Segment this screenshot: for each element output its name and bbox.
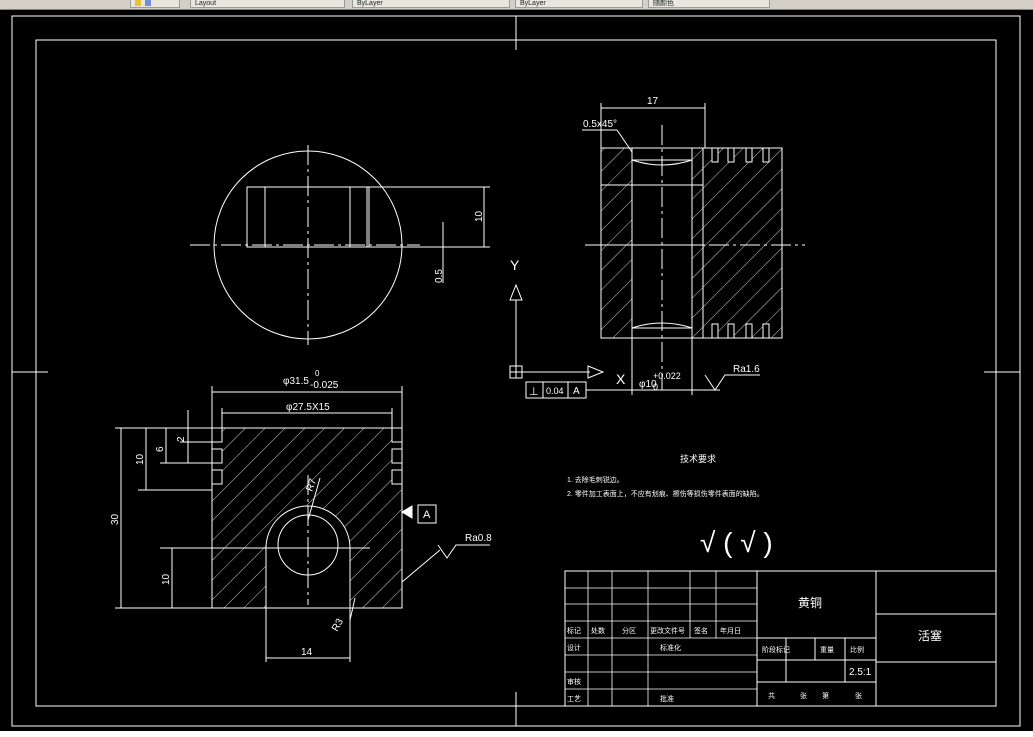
dim-h30: 30 — [110, 513, 121, 525]
tb-label-date: 年月日 — [720, 626, 741, 635]
tb-label-mark: 标记 — [567, 626, 581, 635]
center-marks — [12, 16, 1020, 726]
tb-label-count: 处数 — [591, 626, 605, 635]
notes-title: 技术要求 — [680, 453, 716, 464]
dim-bore-dia: φ10 — [639, 379, 657, 390]
layer-dropdown[interactable]: Layout — [190, 0, 345, 8]
tb-label-stage: 阶段标记 — [762, 645, 790, 654]
cad-drawing-canvas[interactable]: 10 0.5 17 0.5x45° φ10 — [0, 10, 1033, 730]
dim-thread: φ27.5X15 — [286, 402, 330, 413]
dim-h6: 6 — [155, 446, 166, 452]
dim-outer-tol-upper: 0 — [315, 369, 320, 378]
dim-height-10: 10 — [474, 210, 485, 222]
tb-label-sign: 签名 — [694, 626, 708, 635]
title-block — [564, 570, 997, 707]
dim-top-width: 17 — [647, 96, 659, 107]
tolerance-value: 0.04 — [546, 386, 564, 396]
tb-label-no: 第 — [822, 691, 829, 700]
layer-icons[interactable] — [130, 0, 180, 8]
tb-label-approve: 批准 — [660, 694, 674, 703]
tb-label-standard: 标准化 — [660, 643, 681, 652]
tb-material: 黄铜 — [798, 595, 822, 610]
dim-w14: 14 — [301, 647, 313, 658]
layer-state-icon[interactable] — [135, 0, 141, 6]
roughness-1: Ra1.6 — [733, 364, 760, 375]
layer-props-icon[interactable] — [144, 0, 151, 6]
tb-label-sheet1: 张 — [800, 691, 807, 700]
ucs-icon — [509, 283, 605, 379]
axis-x-label: X — [616, 371, 626, 387]
tb-part-name: 活塞 — [918, 628, 942, 643]
tb-scale: 2.5:1 — [849, 667, 872, 678]
top-view — [190, 145, 490, 345]
dim-gap-05: 0.5 — [434, 269, 445, 283]
linetype-dropdown[interactable]: ByLayer — [515, 0, 643, 8]
tb-label-process: 工艺 — [567, 695, 581, 703]
tb-label-weight: 重量 — [820, 646, 834, 654]
dim-chamfer: 0.5x45° — [583, 119, 617, 130]
tb-label-docno: 更改文件号 — [650, 626, 685, 635]
axis-y-label: Y — [510, 257, 520, 273]
command-line[interactable] — [0, 731, 1033, 737]
tb-label-design: 设计 — [567, 643, 581, 652]
tb-label-ratio: 比例 — [850, 645, 864, 654]
dim-bore-tol-lower: 0 — [653, 382, 658, 392]
dim-h2: 2 — [176, 436, 187, 442]
dim-r3: R3 — [330, 617, 346, 634]
toolbar: Layout ByLayer ByLayer 随颜色 — [0, 0, 1033, 10]
tb-label-total: 共 — [768, 691, 775, 700]
notes-line-1: 1. 去除毛刺锐边。 — [567, 475, 624, 484]
tb-label-review: 审核 — [567, 677, 581, 686]
color-dropdown[interactable]: ByLayer — [352, 0, 510, 8]
tolerance-symbol: ⊥ — [529, 386, 539, 398]
dim-bore-tol-upper: +0.022 — [653, 371, 681, 381]
tb-label-zone: 分区 — [622, 626, 636, 635]
dim-h10b: 10 — [161, 573, 172, 585]
datum-label: A — [423, 509, 431, 521]
tb-label-sheet2: 张 — [855, 691, 862, 700]
dim-outer-tol-lower: -0.025 — [310, 380, 339, 391]
tolerance-frame — [525, 381, 632, 399]
front-view — [115, 386, 490, 662]
dim-outer-dia: φ31.5 — [283, 376, 309, 387]
tolerance-datum: A — [573, 386, 580, 397]
roughness-2: Ra0.8 — [465, 533, 492, 544]
lineweight-dropdown[interactable]: 随颜色 — [648, 0, 770, 8]
dim-h10a: 10 — [135, 453, 146, 465]
tb-row-labels: 标记 处数 分区 更改文件号 签名 年月日 设计 标准化 审核 工艺 批准 阶段… — [567, 626, 864, 703]
notes-line-2: 2. 零件加工表面上，不应有划痕、擦伤等损伤零件表面的缺陷。 — [567, 489, 764, 498]
roughness-symbols: √ ( √ ) — [700, 527, 773, 558]
side-view — [582, 103, 805, 395]
dim-r7: R7 — [304, 477, 319, 493]
